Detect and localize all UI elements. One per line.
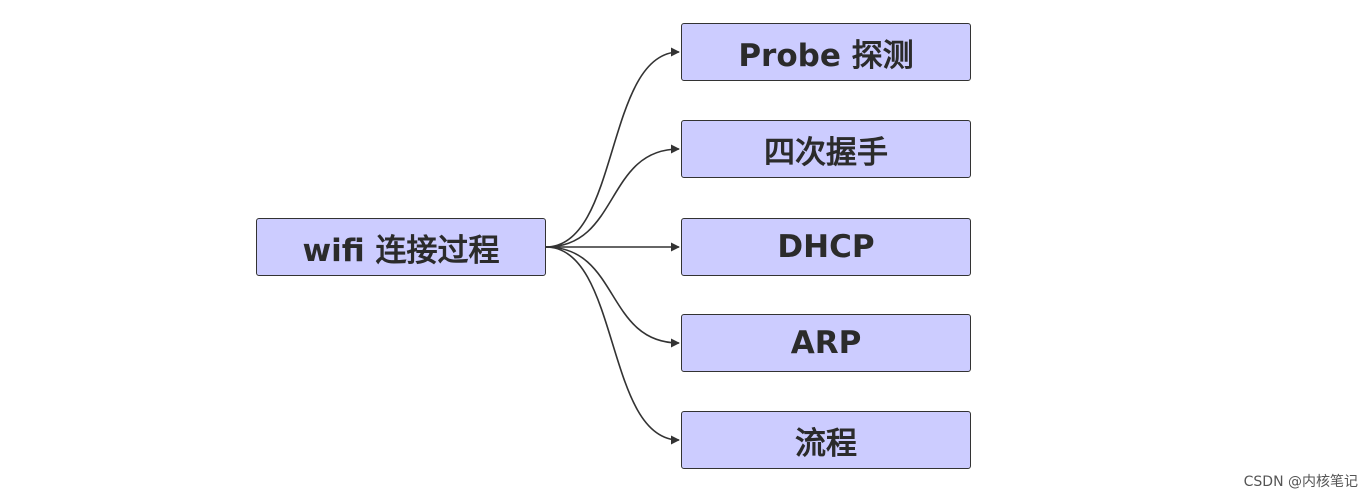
child-node-dhcp[interactable]: DHCP bbox=[681, 218, 971, 276]
child-node-arp[interactable]: ARP bbox=[681, 314, 971, 372]
watermark: CSDN @内核笔记 bbox=[1243, 474, 1358, 490]
connector-to-arp bbox=[545, 246, 680, 348]
child-node-probe[interactable]: Probe 探测 bbox=[681, 23, 971, 81]
child-node-flow[interactable]: 流程 bbox=[681, 411, 971, 469]
root-node[interactable]: wifi 连接过程 bbox=[256, 218, 546, 276]
connector-to-handshake bbox=[545, 144, 680, 248]
child-node-four-way-handshake[interactable]: 四次握手 bbox=[681, 120, 971, 178]
connector-to-flow bbox=[545, 246, 680, 445]
connector-to-probe bbox=[545, 47, 680, 248]
